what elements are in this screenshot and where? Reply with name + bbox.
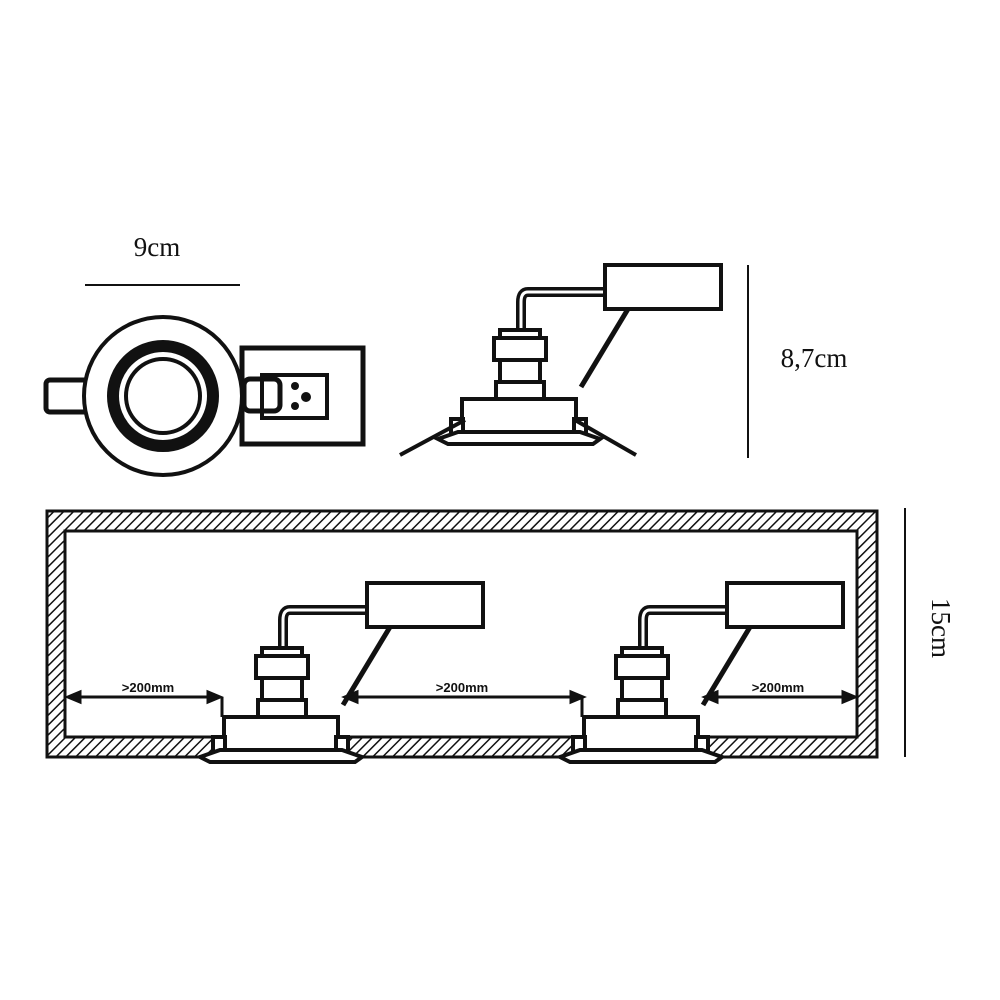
top-view: 9cm — [43, 232, 366, 477]
height-label: 8,7cm — [781, 343, 848, 373]
spacing-label-3: >200mm — [752, 680, 804, 695]
spacing-label-1: >200mm — [122, 680, 174, 695]
depth-label: 15cm — [926, 598, 956, 658]
width-label: 9cm — [134, 232, 181, 262]
side-view — [438, 265, 721, 444]
spacing-label-2: >200mm — [436, 680, 488, 695]
installation-view: >200mm >200mm >200mm 15cm — [45, 508, 956, 762]
